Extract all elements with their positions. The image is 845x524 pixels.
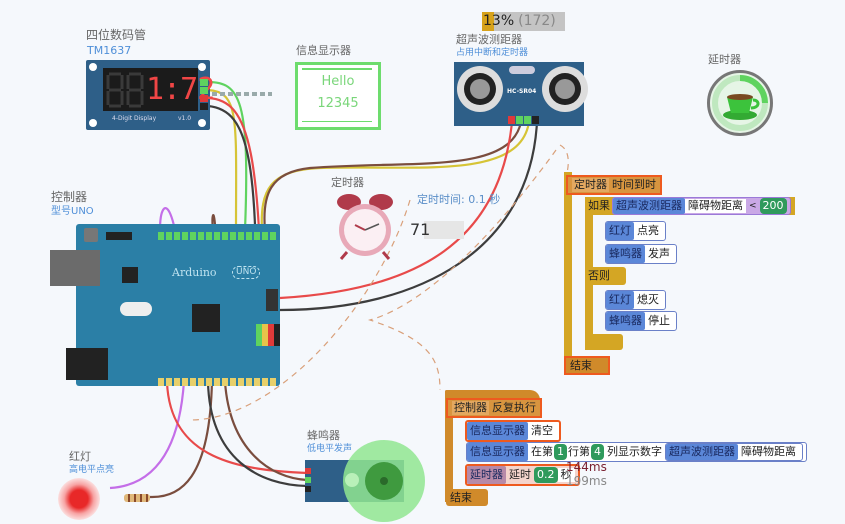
block-show[interactable]: 信息显示器 在第 1 行第 4 列显示数字 超声波测距器 障碍物距离 bbox=[466, 442, 807, 462]
controller-subtitle: 型号UNO bbox=[51, 206, 94, 217]
block-else-1[interactable]: 红灯 熄灭 bbox=[605, 290, 666, 310]
red-led[interactable] bbox=[58, 478, 100, 520]
show-source[interactable]: 超声波测距器 障碍物距离 bbox=[665, 443, 803, 461]
arduino-uno-text: UNO bbox=[232, 266, 261, 279]
end-label: 结束 bbox=[570, 358, 592, 372]
loop-spine bbox=[445, 392, 453, 502]
block-end-1[interactable]: 结束 bbox=[564, 356, 610, 375]
ultrasonic-title: 超声波测距器 bbox=[456, 33, 522, 46]
progress-badge: 13% (172) bbox=[482, 12, 565, 31]
block-then-2[interactable]: 蜂鸣器 发声 bbox=[605, 244, 677, 264]
block-timer-event[interactable]: 定时器 时间到时 bbox=[566, 175, 662, 195]
src-obj: 超声波测距器 bbox=[666, 444, 738, 460]
cond-prop: 障碍物距离 bbox=[685, 199, 746, 213]
condition-expr[interactable]: 超声波测距器 障碍物距离 < 200 bbox=[612, 197, 791, 215]
block-obj: 蜂鸣器 bbox=[606, 312, 645, 330]
block-clear[interactable]: 信息显示器 清空 bbox=[465, 420, 561, 442]
screen-title: 信息显示器 bbox=[296, 44, 351, 57]
end-label: 结束 bbox=[450, 490, 472, 504]
ultrasonic-model: HC-SR04 bbox=[507, 88, 537, 95]
progress-fill bbox=[482, 12, 494, 31]
block-else: 否则 bbox=[585, 267, 626, 285]
timer-count-bg bbox=[424, 221, 464, 239]
tm1637-module[interactable]: 1:72 4-Digit Display v1.0 bbox=[86, 60, 215, 130]
wire-dark-bz bbox=[206, 381, 308, 488]
buzzer-subtitle: 低电平发声 bbox=[307, 444, 353, 454]
timer-interval-label: 定时时间: 0.1 秒 bbox=[417, 193, 501, 206]
block-act: 延时 bbox=[509, 468, 531, 481]
block-act: 熄灭 bbox=[637, 293, 659, 306]
block-else-2[interactable]: 蜂鸣器 停止 bbox=[605, 311, 677, 331]
tm1637-board-label: 4-Digit Display bbox=[112, 115, 157, 122]
timing-2: 199ms bbox=[566, 474, 607, 488]
loop-hat-top bbox=[445, 390, 540, 400]
src-prop: 障碍物距离 bbox=[741, 445, 796, 458]
buzzer-sound-ring bbox=[343, 440, 425, 522]
ultrasonic-subtitle: 占用中断和定时器 bbox=[456, 48, 529, 58]
screen-line2: 12345 bbox=[317, 96, 359, 111]
wire-brown-bz bbox=[223, 381, 308, 482]
screen-module[interactable]: Hello 12345 bbox=[295, 62, 381, 130]
wait-unit: 秒 bbox=[557, 468, 575, 482]
buzzer-title: 蜂鸣器 bbox=[307, 429, 340, 442]
cond-value[interactable]: 200 bbox=[759, 198, 787, 214]
cond-obj: 超声波测距器 bbox=[613, 198, 685, 214]
arduino-board[interactable]: Arduino UNO bbox=[50, 224, 280, 386]
block-event: 时间到时 bbox=[612, 178, 656, 191]
timing-1: 144ms bbox=[566, 460, 607, 474]
block-text: 列显示数字 bbox=[607, 445, 662, 458]
block-obj: 信息显示器 bbox=[467, 422, 528, 440]
block-then-1[interactable]: 红灯 点亮 bbox=[605, 221, 666, 241]
cond-op: < bbox=[749, 201, 757, 211]
wire-red-bz bbox=[165, 381, 308, 475]
block-obj: 蜂鸣器 bbox=[606, 245, 645, 263]
tm1637-version: v1.0 bbox=[178, 115, 192, 122]
block-text: 在第 bbox=[531, 445, 553, 458]
ghost-segments-icon bbox=[106, 72, 144, 108]
screen-line1: Hello bbox=[321, 74, 355, 89]
link-timer bbox=[367, 144, 569, 391]
col-value[interactable]: 4 bbox=[591, 444, 604, 460]
led-title: 红灯 bbox=[69, 450, 91, 463]
block-obj: 控制器 bbox=[452, 401, 489, 415]
block-wait[interactable]: 延时器 延时 0.2 秒 bbox=[465, 464, 580, 486]
tm1637-title: 四位数码管 bbox=[86, 28, 147, 42]
block-act: 清空 bbox=[531, 424, 553, 437]
controller-title: 控制器 bbox=[51, 190, 88, 204]
if-label: 如果 bbox=[588, 199, 610, 212]
alarm-clock-icon[interactable] bbox=[333, 192, 397, 260]
block-obj: 定时器 bbox=[572, 178, 609, 192]
delay-title: 延时器 bbox=[708, 53, 741, 66]
timer-count: 71 bbox=[410, 220, 431, 239]
timer-title: 定时器 bbox=[331, 176, 364, 189]
block-obj: 红灯 bbox=[606, 291, 634, 309]
block-obj: 信息显示器 bbox=[467, 443, 528, 461]
progress-percent: 13% bbox=[483, 13, 515, 29]
if-end-cap bbox=[585, 334, 623, 350]
wait-value[interactable]: 0.2 bbox=[534, 467, 558, 483]
block-event: 反复执行 bbox=[492, 401, 536, 414]
tm1637-subtitle: TM1637 bbox=[87, 44, 132, 57]
block-end-2[interactable]: 结束 bbox=[446, 489, 488, 506]
ultrasonic-module[interactable]: HC-SR04 bbox=[454, 62, 588, 126]
teacup-icon bbox=[712, 75, 768, 131]
delay-device[interactable] bbox=[707, 70, 773, 136]
timer-event-spine bbox=[564, 172, 572, 374]
resistor-icon bbox=[124, 494, 150, 502]
wire-yellow bbox=[207, 88, 238, 231]
wire-black-us bbox=[279, 121, 539, 312]
block-act: 停止 bbox=[648, 314, 670, 327]
block-text: 行第 bbox=[568, 445, 590, 458]
block-loop[interactable]: 控制器 反复执行 bbox=[446, 398, 542, 418]
block-if[interactable]: 如果 超声波测距器 障碍物距离 < 200 bbox=[585, 197, 795, 215]
block-obj: 红灯 bbox=[606, 222, 634, 240]
block-act: 点亮 bbox=[637, 224, 659, 237]
block-act: 发声 bbox=[648, 247, 670, 260]
led-subtitle: 高电平点亮 bbox=[69, 465, 115, 475]
arduino-logo-text: Arduino bbox=[172, 266, 217, 279]
row-value[interactable]: 1 bbox=[554, 444, 567, 460]
block-obj: 延时器 bbox=[467, 466, 506, 484]
progress-count: (172) bbox=[518, 13, 556, 29]
else-label: 否则 bbox=[588, 269, 610, 282]
